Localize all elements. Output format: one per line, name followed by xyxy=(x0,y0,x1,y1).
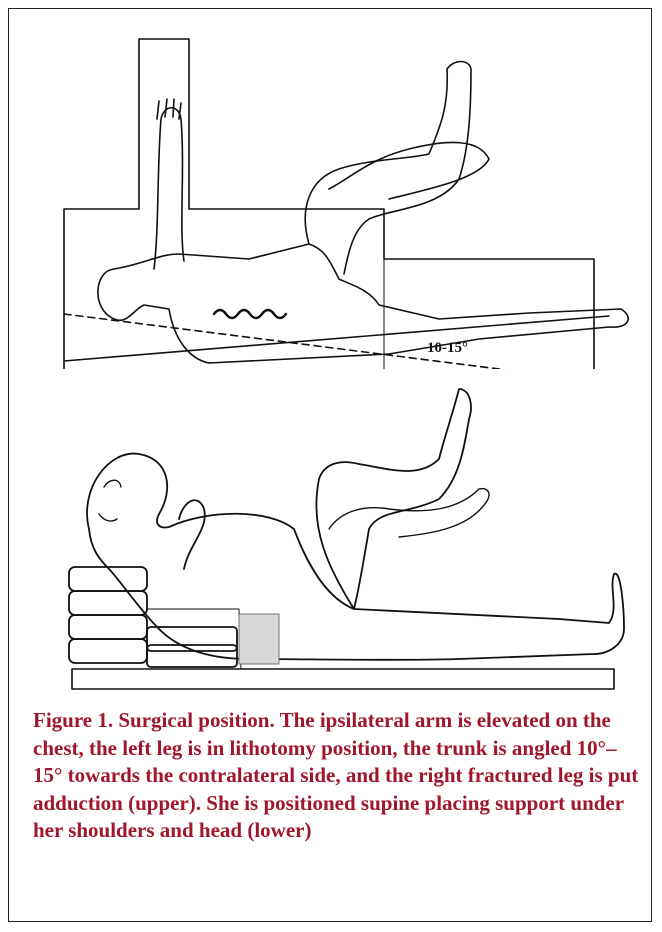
lower-illustration xyxy=(9,9,653,699)
lower-table xyxy=(72,669,614,689)
figure-frame: 10-15° xyxy=(8,8,652,922)
lower-body-figure xyxy=(87,454,624,660)
lower-raised-leg xyxy=(316,389,471,609)
figure-caption: Figure 1. Surgical position. The ipsilat… xyxy=(33,707,643,845)
shoulder-head-supports xyxy=(69,567,241,669)
lower-arm xyxy=(179,500,205,569)
